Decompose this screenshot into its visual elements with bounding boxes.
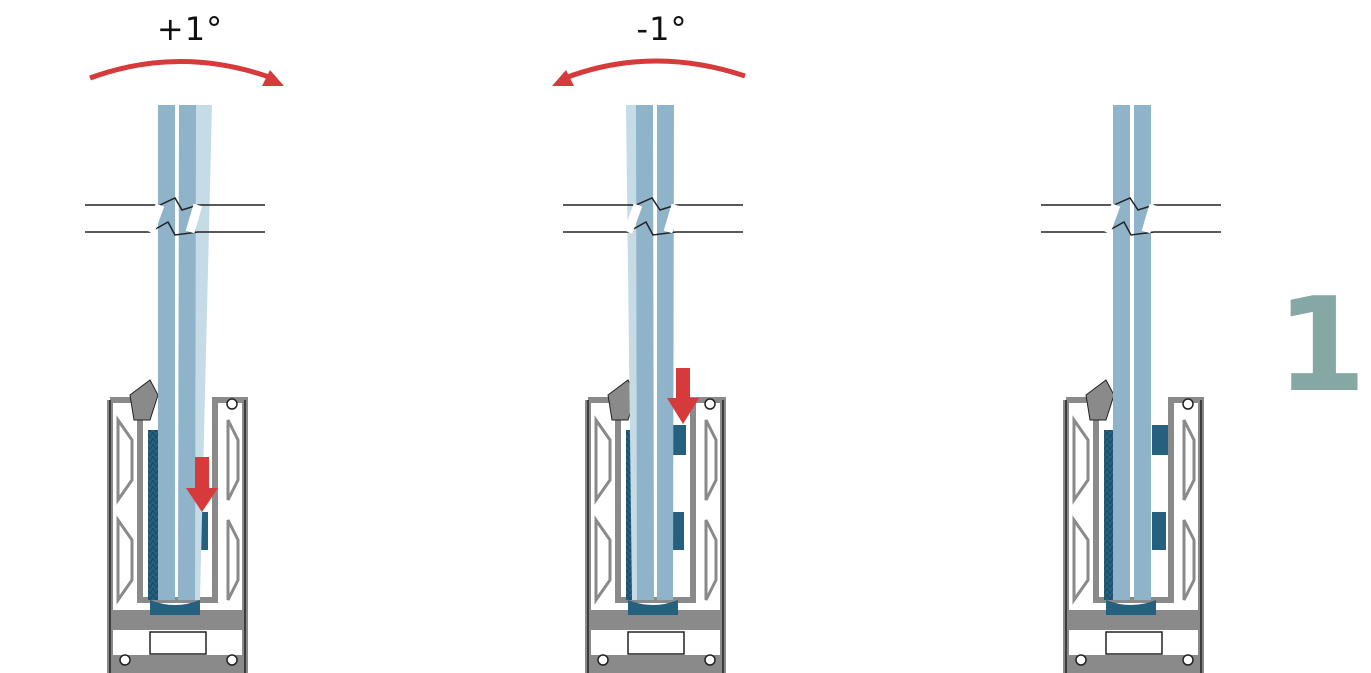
- rotation-arrow-clockwise: [89, 59, 284, 86]
- gasket-top-right: [672, 425, 686, 455]
- panel-tilt-negative: [552, 58, 746, 673]
- gasket-top-right: [1152, 425, 1168, 455]
- glass-panel: [1113, 105, 1151, 600]
- pressure-arrow-down: [186, 457, 218, 512]
- base-profile: [107, 397, 248, 673]
- break-lines: [85, 197, 265, 236]
- step-number: 1.: [1276, 269, 1371, 421]
- clamp-wedge: [129, 379, 159, 421]
- pressure-arrow-down: [667, 368, 699, 424]
- rotation-arrow-counterclockwise: [552, 58, 746, 86]
- angle-label-minus-one: -1°: [636, 10, 688, 48]
- setting-block: [150, 600, 200, 615]
- panel-tilt-neutral: [1041, 105, 1221, 673]
- setting-block: [1106, 600, 1156, 615]
- glass-panel: [626, 105, 674, 600]
- base-profile: [585, 397, 726, 673]
- setting-block: [628, 600, 678, 615]
- angle-label-plus-one: +1°: [156, 10, 224, 48]
- base-profile: [1063, 397, 1204, 673]
- gasket-right: [1152, 512, 1166, 550]
- panel-tilt-positive: [85, 59, 284, 673]
- clamp-wedge: [1085, 379, 1115, 421]
- break-lines: [563, 197, 743, 236]
- break-lines: [1041, 197, 1221, 236]
- gasket-right: [672, 512, 684, 550]
